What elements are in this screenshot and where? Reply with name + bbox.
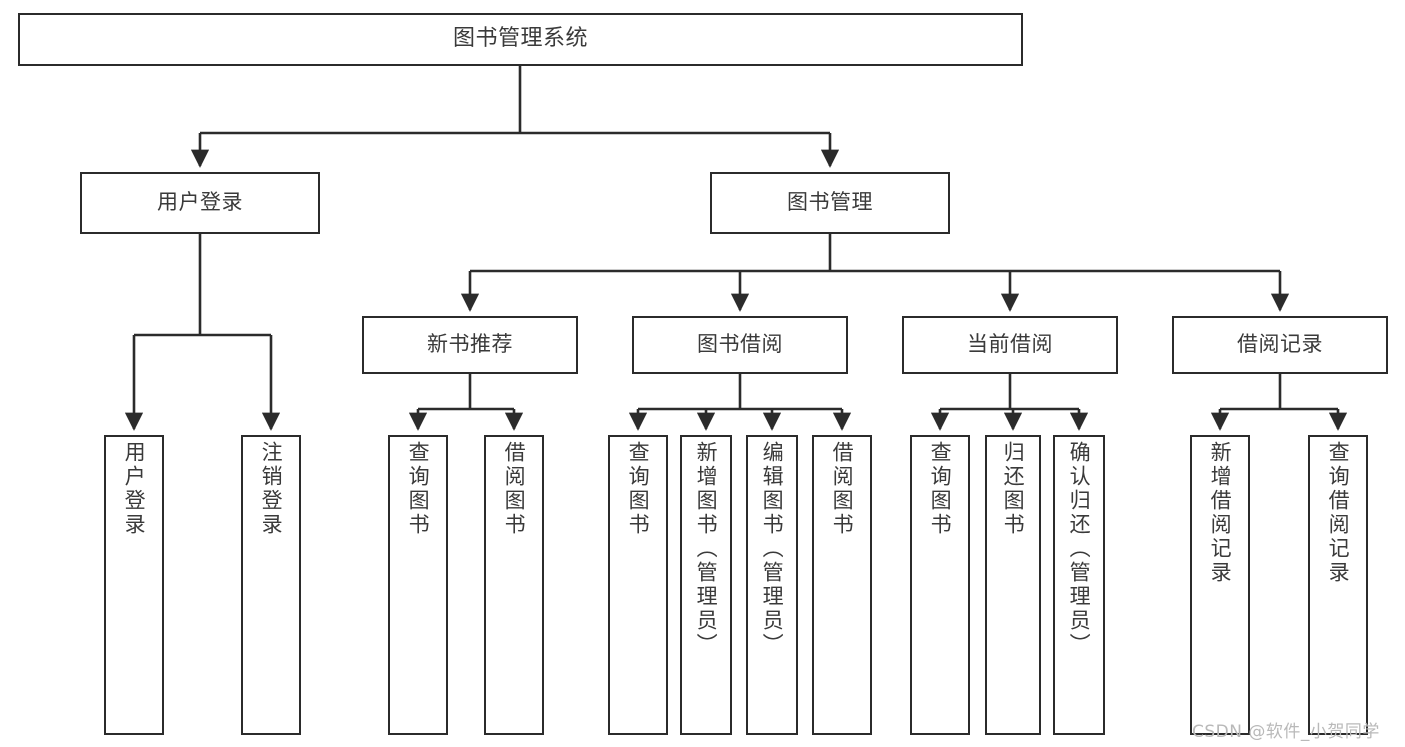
node-label: 查询图书	[406, 441, 431, 537]
node-level3-图书借阅[interactable]: 图书借阅	[632, 316, 848, 374]
node-label: 新增借阅记录	[1208, 441, 1233, 585]
node-leaf-用户登录[interactable]: 用户登录	[104, 435, 164, 735]
node-leaf-新增图书（管理员）[interactable]: 新增图书（管理员）	[680, 435, 732, 735]
node-label: 查询图书	[928, 441, 953, 537]
node-label: 确认归还（管理员）	[1067, 441, 1092, 657]
node-label: 注销登录	[259, 441, 284, 537]
node-level3-当前借阅[interactable]: 当前借阅	[902, 316, 1118, 374]
node-level2-用户登录[interactable]: 用户登录	[80, 172, 320, 234]
node-level3-借阅记录[interactable]: 借阅记录	[1172, 316, 1388, 374]
node-label: 当前借阅	[967, 332, 1053, 357]
node-label: 查询图书	[626, 441, 651, 537]
node-leaf-查询图书[interactable]: 查询图书	[388, 435, 448, 735]
node-label: 用户登录	[157, 190, 243, 215]
node-label: 新书推荐	[427, 332, 513, 357]
node-label: 借阅记录	[1237, 332, 1323, 357]
node-leaf-查询图书[interactable]: 查询图书	[608, 435, 668, 735]
node-leaf-确认归还（管理员）[interactable]: 确认归还（管理员）	[1053, 435, 1105, 735]
node-label: 图书管理	[787, 190, 873, 215]
node-label: 用户登录	[122, 441, 147, 537]
node-label: 新增图书（管理员）	[694, 441, 719, 657]
node-leaf-查询图书[interactable]: 查询图书	[910, 435, 970, 735]
node-label: 编辑图书（管理员）	[760, 441, 785, 657]
node-leaf-借阅图书[interactable]: 借阅图书	[812, 435, 872, 735]
node-root-图书管理系统[interactable]: 图书管理系统	[18, 13, 1023, 66]
node-leaf-查询借阅记录[interactable]: 查询借阅记录	[1308, 435, 1368, 735]
node-level2-图书管理[interactable]: 图书管理	[710, 172, 950, 234]
node-leaf-归还图书[interactable]: 归还图书	[985, 435, 1041, 735]
node-label: 查询借阅记录	[1326, 441, 1351, 585]
node-label: 图书借阅	[697, 332, 783, 357]
node-label: 归还图书	[1001, 441, 1026, 537]
node-leaf-借阅图书[interactable]: 借阅图书	[484, 435, 544, 735]
node-leaf-编辑图书（管理员）[interactable]: 编辑图书（管理员）	[746, 435, 798, 735]
node-label: 借阅图书	[830, 441, 855, 537]
watermark: CSDN @软件_小贺同学	[1192, 722, 1380, 742]
node-label: 借阅图书	[502, 441, 527, 537]
node-label: 图书管理系统	[452, 26, 588, 52]
node-level3-新书推荐[interactable]: 新书推荐	[362, 316, 578, 374]
node-leaf-新增借阅记录[interactable]: 新增借阅记录	[1190, 435, 1250, 735]
node-leaf-注销登录[interactable]: 注销登录	[241, 435, 301, 735]
